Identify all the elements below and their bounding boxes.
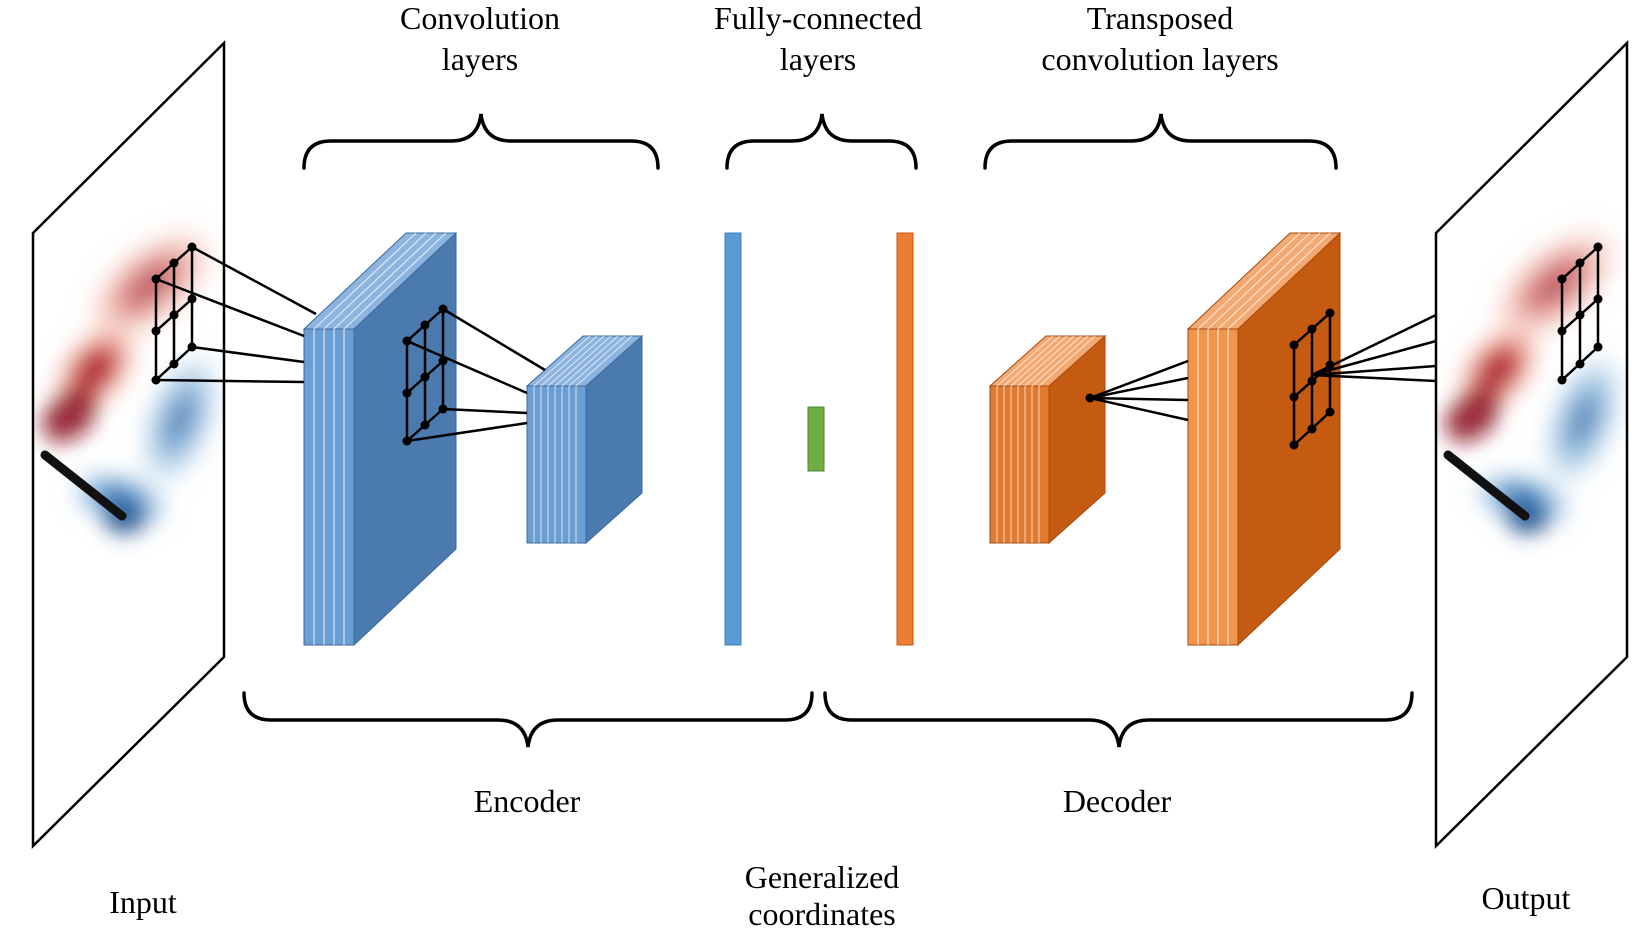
decoder-tconv-block-2 — [1186, 231, 1342, 647]
generalized-coordinates-label-line2: coordinates — [748, 896, 896, 929]
input-panel — [31, 39, 226, 849]
conv-layers-label-line1: Convolution — [400, 0, 560, 36]
tconv-layers-brace — [983, 113, 1338, 170]
encoder-conv-block-2 — [525, 334, 644, 545]
decoder-tconv-block-1 — [988, 334, 1107, 545]
decoder-block-connection-lines — [1085, 359, 1189, 422]
output-panel — [1434, 39, 1629, 849]
decoder-label: Decoder — [1063, 783, 1172, 819]
output-label: Output — [1482, 880, 1571, 916]
latent-generalized-coordinates — [807, 406, 825, 472]
decoder-to-output-lines — [1311, 313, 1437, 383]
input-to-encoder-lines — [155, 245, 317, 384]
generalized-coordinates-label-line1: Generalized — [745, 859, 900, 895]
fc-layer-encoder — [724, 232, 742, 646]
encoder-block-connection-lines — [406, 307, 546, 443]
encoder-conv-block-1 — [302, 231, 458, 647]
output-kernel — [1557, 242, 1603, 385]
fc-layers-brace — [725, 113, 918, 170]
input-label: Input — [109, 884, 177, 920]
encoder-label: Encoder — [474, 783, 581, 819]
decoder-brace — [823, 691, 1414, 748]
conv-layers-label-line2: layers — [442, 41, 518, 77]
tconv-layers-label-line1: Transposed — [1087, 0, 1233, 36]
fc-layers-label-line1: Fully-connected — [714, 0, 922, 36]
encoder-brace — [242, 691, 814, 748]
fc-layers-label-line2: layers — [780, 41, 856, 77]
fc-layer-decoder — [896, 232, 914, 646]
tconv-layers-label-line2: convolution layers — [1041, 41, 1278, 77]
conv-layers-brace — [302, 113, 660, 170]
